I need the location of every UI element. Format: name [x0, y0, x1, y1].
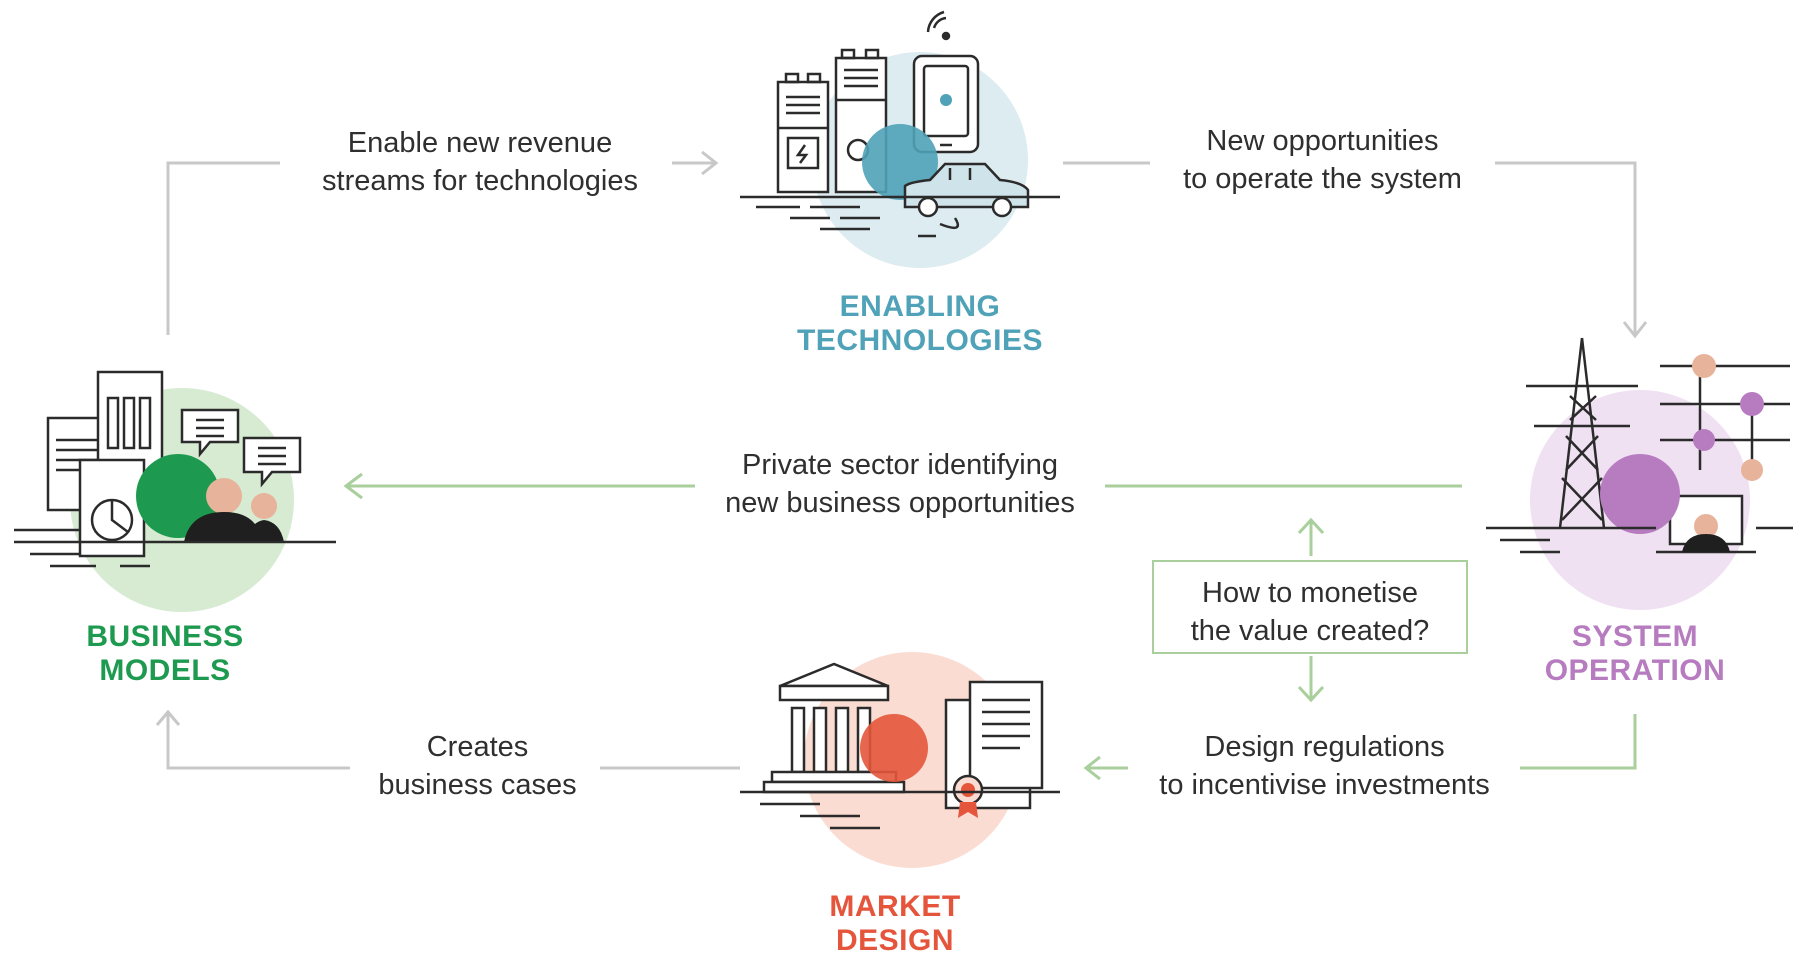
connector-bm-to-et: [166, 150, 719, 335]
monetise-question-box: How to monetise the value created?: [1152, 560, 1468, 654]
enabling-technologies-label-line2: TECHNOLOGIES: [796, 324, 1043, 357]
edge-label-md-to-bm-line2: business cases: [378, 769, 577, 801]
connector-question-arrows: [1297, 517, 1325, 703]
enabling-technologies-label-line1: ENABLING: [839, 290, 1001, 323]
edge-label-so-to-md: Design regulations to incentivise invest…: [1132, 728, 1517, 804]
market-design-label: MARKET DESIGN: [770, 890, 1020, 958]
edge-label-so-to-bm-line1: Private sector identifying: [742, 449, 1058, 481]
connector-md-to-bm: [155, 709, 740, 770]
market-design-label-line2: DESIGN: [835, 924, 955, 957]
connector-et-to-so: [1063, 161, 1648, 339]
enabling-technologies-label: ENABLING TECHNOLOGIES: [770, 290, 1070, 358]
edge-label-bm-to-et: Enable new revenue streams for technolog…: [290, 124, 670, 200]
edge-label-et-to-so-line1: New opportunities: [1206, 125, 1439, 157]
edge-label-so-to-md-line2: to incentivise investments: [1159, 769, 1490, 801]
enabling-technologies-icon: [740, 10, 1060, 268]
business-models-label-line1: BUSINESS: [86, 620, 244, 653]
edge-label-bm-to-et-line1: Enable new revenue: [347, 127, 613, 159]
edge-label-so-to-bm-line2: new business opportunities: [725, 487, 1075, 519]
system-operation-label-line1: SYSTEM: [1571, 620, 1699, 653]
monetise-question-line2: the value created?: [1190, 615, 1430, 647]
edge-label-so-to-md-line1: Design regulations: [1204, 731, 1445, 763]
edge-label-md-to-bm: Creates business cases: [360, 728, 595, 804]
business-models-icon: [14, 370, 336, 612]
edge-label-et-to-so: New opportunities to operate the system: [1150, 122, 1495, 198]
business-models-label: BUSINESS MODELS: [40, 620, 290, 688]
edge-label-et-to-so-line2: to operate the system: [1183, 163, 1462, 195]
edge-label-so-to-bm: Private sector identifying new business …: [700, 446, 1100, 522]
business-models-label-line2: MODELS: [99, 654, 231, 687]
market-design-label-line1: MARKET: [829, 890, 961, 923]
market-design-icon: [740, 652, 1060, 868]
system-operation-label-line2: OPERATION: [1544, 654, 1726, 687]
system-operation-icon: [1486, 337, 1793, 610]
connector-so-to-md: [1083, 714, 1637, 781]
connector-so-to-bm: [343, 472, 1462, 500]
system-operation-label: SYSTEM OPERATION: [1500, 620, 1770, 688]
edge-label-md-to-bm-line1: Creates: [426, 731, 529, 763]
monetise-question-line1: How to monetise: [1202, 577, 1418, 609]
edge-label-bm-to-et-line2: streams for technologies: [322, 165, 638, 197]
